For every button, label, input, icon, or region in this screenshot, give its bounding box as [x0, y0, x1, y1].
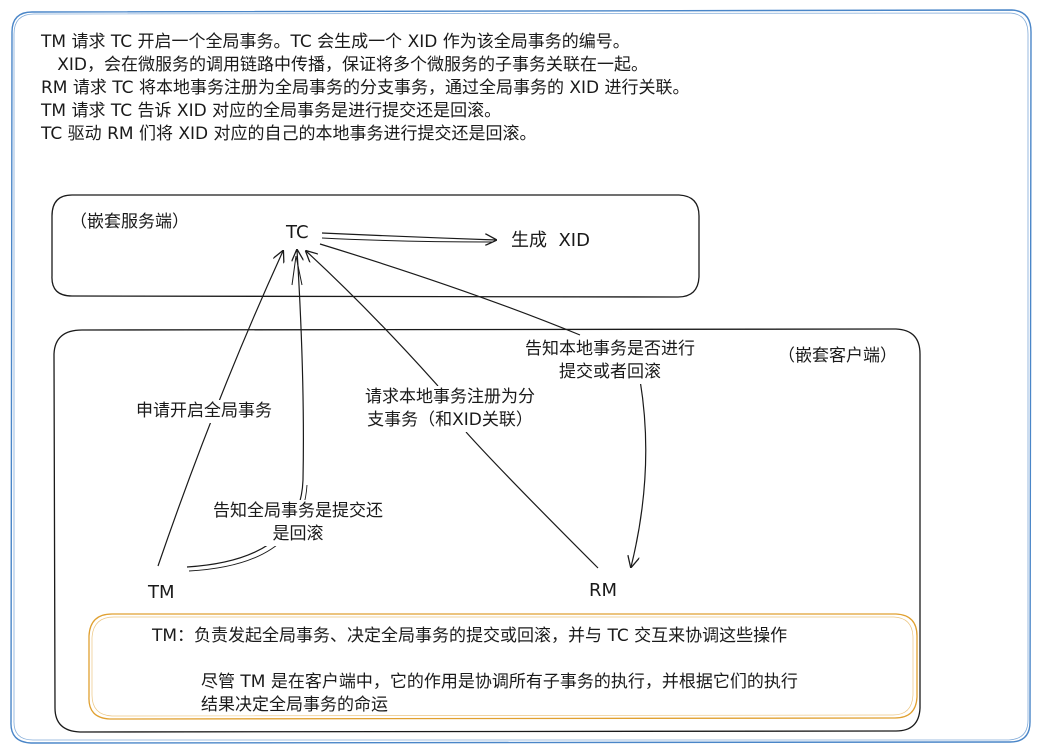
arrow-tm-notify-tick [291, 255, 303, 286]
server-box-label: （嵌套服务端） [70, 212, 189, 232]
edge-label-tc-notify-rm: 告知本地事务是否进行 提交或者回滚 [502, 338, 718, 384]
edge-label-tm-notify: 告知全局事务是提交还 是回滚 [190, 500, 406, 546]
note-line-3: 结果决定全局事务的命运 [201, 695, 388, 715]
edge-label-tm-begin: 申请开启全局事务 [136, 400, 272, 423]
outer-frame-echo [13, 12, 1029, 741]
node-tm: TM [148, 582, 175, 603]
edge-label-rm-register: 请求本地事务注册为分 支事务（和XID关联） [340, 386, 560, 432]
arrow-tc-notify-rm [319, 243, 647, 567]
arrow-tc-to-xid [321, 232, 496, 240]
header-line: TC 驱动 RM 们将 XID 对应的自己的本地事务进行提交还是回滚。 [41, 124, 537, 144]
edge-label-line: 是回滚 [272, 524, 324, 544]
note-box-echo [91, 616, 914, 717]
node-xid: 生成 XID [511, 230, 590, 251]
node-rm: RM [589, 580, 618, 601]
arrow-tc-to-xid-echo [321, 237, 493, 243]
header-text: TM 请求 TC 开启一个全局事务。TC 会生成一个 XID 作为该全局事务的编… [41, 31, 690, 146]
client-box [53, 328, 921, 733]
outer-frame [10, 9, 1032, 744]
edge-label-line: 告知全局事务是提交还 [213, 501, 383, 521]
header-line: TM 请求 TC 开启一个全局事务。TC 会生成一个 XID 作为该全局事务的编… [41, 32, 630, 52]
arrow-tm-notify [186, 250, 304, 568]
edge-label-line: 提交或者回滚 [559, 362, 661, 382]
edge-label-line: 支事务（和XID关联） [367, 410, 533, 430]
arrow-rm-register [306, 251, 599, 569]
node-tc: TC [286, 222, 309, 243]
note-line-2: 尽管 TM 是在客户端中，它的作用是协调所有子事务的执行，并根据它们的执行 [201, 672, 798, 692]
edge-label-line: 告知本地事务是否进行 [525, 339, 695, 359]
header-line: RM 请求 TC 将本地事务注册为全局事务的分支事务，通过全局事务的 XID 进… [41, 78, 690, 98]
server-box [51, 194, 700, 298]
header-line: TM 请求 TC 告诉 XID 对应的全局事务是进行提交还是回滚。 [41, 101, 502, 121]
note-line-1: TM：负责发起全局事务、决定全局事务的提交或回滚，并与 TC 交互来协调这些操作 [152, 626, 788, 646]
client-box-label: （嵌套客户端） [778, 346, 897, 366]
header-line: XID，会在微服务的调用链路中传播，保证将多个微服务的子事务关联在一起。 [41, 55, 648, 75]
edge-label-line: 请求本地事务注册为分 [365, 387, 535, 407]
note-box [88, 613, 918, 720]
